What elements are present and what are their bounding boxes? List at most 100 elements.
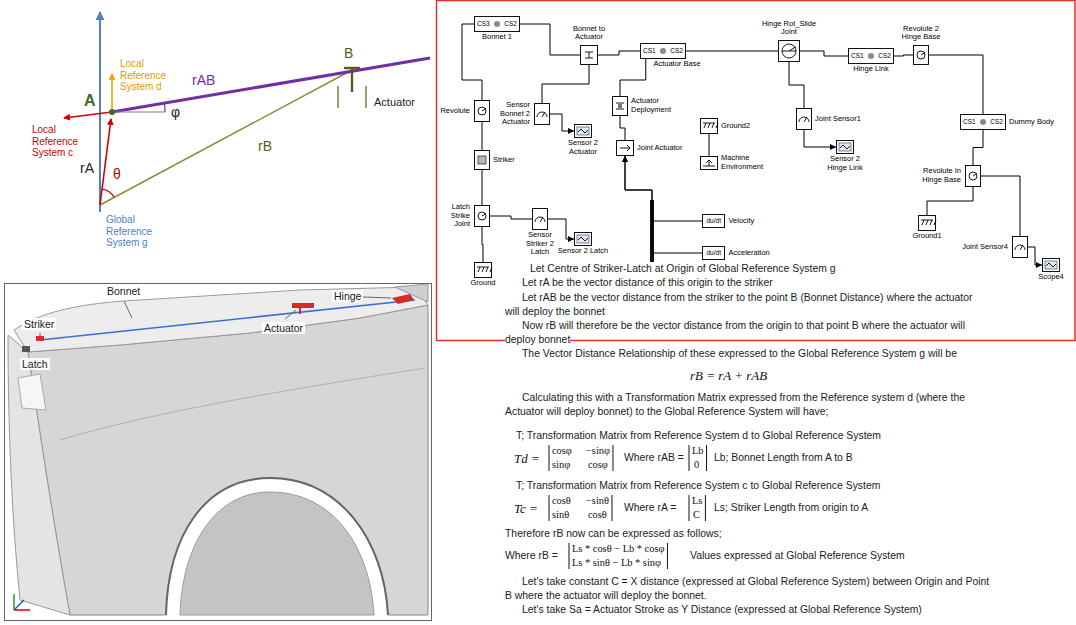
block-content — [475, 151, 489, 169]
equation: Tc = — [514, 501, 538, 516]
block-label: Joint Sensor1 — [815, 115, 861, 124]
connector — [709, 134, 710, 156]
body-text: Ls; Striker Length from origin to A — [714, 502, 868, 514]
block-inner-text: CS2 — [878, 53, 891, 60]
matrix-bracket — [549, 445, 550, 471]
reference-line — [112, 112, 165, 113]
block-label: Ground1 — [912, 232, 941, 241]
block-inner-text: CS2 — [504, 21, 517, 28]
block-content — [914, 46, 928, 64]
axis-triad — [14, 600, 24, 610]
ground-icon — [922, 220, 936, 225]
block-label: Ground2 — [721, 122, 750, 131]
block-icon — [701, 119, 717, 133]
joint-icon — [782, 51, 796, 52]
joint-block: Revolute — [474, 100, 490, 122]
body-icon — [660, 48, 666, 54]
block-content — [1013, 237, 1027, 257]
actuator-block: Joint Actuator — [616, 140, 634, 156]
body-text: Let Centre of Striker-Latch at Origin of… — [530, 263, 836, 275]
matrix-bracket — [612, 445, 613, 471]
block-label: Sensor Striker 2 Latch — [520, 231, 560, 257]
part-label: Latch — [20, 358, 50, 370]
block-label: Hinge Rot_Slide Joint — [759, 20, 819, 37]
block-icon — [919, 216, 935, 230]
block-content — [533, 209, 547, 229]
sensor-icon — [799, 117, 809, 122]
block-icon — [914, 46, 928, 64]
block-icon — [701, 157, 717, 169]
deriv-block: du/dtVelocity — [702, 214, 725, 228]
block-label: Bonnet 1 — [482, 33, 512, 42]
body-text: Where rA = — [624, 502, 676, 514]
connector — [929, 55, 983, 114]
leader-line — [285, 310, 296, 319]
vector-rab — [112, 58, 430, 112]
image-frame — [5, 284, 432, 621]
body-text: Where rB = — [505, 550, 558, 562]
matrix-bracket — [667, 543, 668, 569]
front-bumper — [8, 335, 70, 615]
block-label: Sensor 2 Actuator — [558, 139, 608, 156]
body-icon — [494, 21, 500, 27]
block-inner-text: CS1 — [643, 48, 656, 55]
connector — [1028, 247, 1042, 265]
matrix-cell: Lb — [692, 445, 704, 457]
connector — [804, 130, 836, 147]
block-label: Bonnet to Actuator — [559, 25, 619, 42]
point-label: A — [84, 92, 96, 110]
connector — [462, 24, 482, 100]
block-icon — [535, 104, 549, 124]
scope-block: Scope4 — [1042, 258, 1060, 272]
matrix-bracket — [611, 495, 612, 521]
body-block: CS3CS2Bonnet 1 — [474, 16, 520, 32]
matrix-cell: cosθ — [588, 509, 607, 521]
body-block: CS1CS2Actuator Base — [640, 43, 686, 59]
model-frame — [437, 1, 1076, 341]
scope-block: Sensor 2 Actuator — [574, 124, 592, 138]
block-label: Sensor 2 Hinge Link — [820, 155, 870, 172]
actuator-part — [299, 308, 301, 314]
fender — [28, 305, 428, 615]
actuator-part — [292, 303, 314, 308]
sensor-icon — [537, 112, 547, 117]
environment-icon — [703, 160, 715, 166]
block-label: Revolute In Hinge Base — [915, 167, 961, 184]
sensor-icon — [535, 217, 545, 222]
local-axis-c — [64, 112, 112, 118]
block-content: CS1 CS2 — [641, 44, 685, 58]
body-text: T; Transformation Matrix from Reference … — [516, 430, 881, 442]
block-content — [919, 216, 935, 230]
block-label: Scope4 — [1038, 273, 1063, 282]
matrix-cell: C — [693, 509, 700, 521]
block-inner-text: CS2 — [670, 48, 683, 55]
body-text: Therefore rB now can be expressed as fol… — [505, 528, 722, 540]
block-label: Sensor 2 Latch — [558, 247, 608, 256]
block-label: Latch Strike Joint — [438, 203, 470, 229]
global-axis — [99, 12, 101, 212]
headlamp — [18, 374, 46, 410]
body-icon — [478, 156, 486, 164]
sensor-icon — [542, 112, 545, 117]
block-inner-text: du/dt — [707, 218, 721, 225]
ground-block: Ground — [474, 262, 492, 278]
latch-part — [22, 346, 30, 352]
block-content — [575, 233, 591, 245]
body-block: CS1CS2Dummy Body — [960, 114, 1006, 130]
angle-arc — [164, 103, 166, 112]
connector — [482, 227, 483, 262]
scope-icon — [840, 145, 850, 149]
scope-icon — [578, 237, 588, 241]
body-icon — [868, 53, 874, 59]
connector — [789, 62, 804, 108]
block-content: du/dt — [703, 215, 724, 227]
body-text: Calculating this with a Transformation M… — [522, 392, 965, 404]
matrix-cell: sinθ — [552, 509, 569, 521]
prism-block: Actuator Deployment — [612, 96, 628, 116]
matrix-cell: cosφ — [588, 459, 608, 471]
scope-icon — [577, 127, 589, 135]
matrix-bracket — [689, 495, 690, 521]
joint-icon — [973, 174, 977, 176]
